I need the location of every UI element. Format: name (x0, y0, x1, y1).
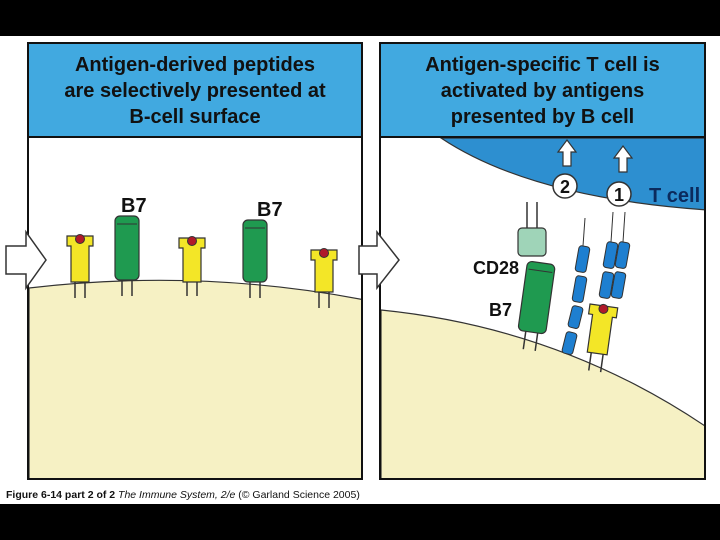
figure-canvas: Antigen-derived peptides are selectively… (0, 36, 720, 504)
b7-molecule (242, 219, 268, 298)
right-panel: Antigen-specific T cell is activated by … (379, 42, 706, 480)
right-title-line-3: presented by B cell (450, 106, 635, 128)
left-title-line-2: are selectively presented at (64, 80, 326, 102)
right-title-line-2: activated by antigens (440, 80, 645, 102)
cd28-label: CD28 (473, 258, 519, 278)
caption-credit: (© Garland Science 2005) (238, 489, 360, 501)
b7-label-left-2: B7 (257, 199, 283, 221)
t-cell-label: T cell (649, 185, 700, 207)
b7-label-left-1: B7 (121, 195, 147, 217)
right-title-line-1: Antigen-specific T cell is (425, 54, 660, 76)
b7-molecule (517, 260, 556, 351)
left-panel: Antigen-derived peptides are selectively… (27, 42, 363, 480)
cd28-receptor (517, 202, 547, 257)
b7-molecule (114, 215, 140, 296)
mhc-peptide-complex (178, 236, 206, 296)
mhc-peptide-complex (310, 248, 338, 308)
arrow-into-left-panel-icon (5, 229, 47, 291)
peptide (598, 303, 609, 314)
peptide (187, 236, 197, 246)
left-panel-header: Antigen-derived peptides are selectively… (29, 44, 361, 138)
left-scene: B7 B7 (29, 195, 361, 478)
t-cell-receptor (561, 211, 631, 355)
b-cell-surface (29, 279, 361, 478)
caption-book-title: The Immune System, 2/e (118, 489, 236, 501)
mhc-peptide-complex (586, 303, 619, 373)
signal-1-marker: 1 (606, 145, 634, 207)
peptide (319, 248, 329, 258)
right-panel-header: Antigen-specific T cell is activated by … (381, 44, 704, 138)
signal-1-label: 1 (614, 185, 624, 205)
right-scene: CD28 B7 (381, 138, 704, 478)
caption-figure-number: Figure 6-14 part 2 of 2 (6, 489, 116, 501)
figure-caption: Figure 6-14 part 2 of 2 The Immune Syste… (6, 489, 360, 501)
arrow-between-panels-icon (358, 229, 400, 291)
left-title-line-3: B-cell surface (129, 106, 261, 128)
left-title-line-1: Antigen-derived peptides (74, 54, 316, 76)
peptide (75, 234, 85, 244)
mhc-peptide-complex (66, 234, 94, 298)
b-cell-surface (381, 309, 704, 478)
b7-label-right: B7 (489, 300, 512, 320)
signal-2-label: 2 (560, 177, 570, 197)
signal-2-marker: 2 (552, 139, 578, 199)
